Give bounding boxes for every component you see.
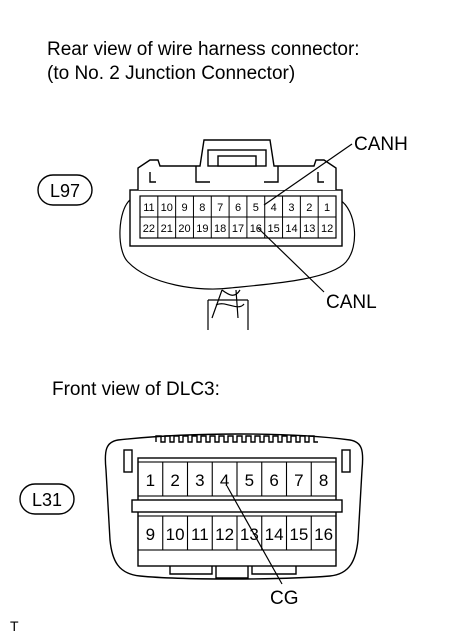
l97-pin-11: 11	[143, 202, 154, 214]
dlc3-pin-11: 11	[191, 525, 209, 544]
l97-pin-8: 8	[199, 202, 205, 214]
dlc3-bottom-key	[169, 566, 297, 579]
svg-text:L31: L31	[32, 490, 62, 510]
l97-pin-1: 1	[324, 202, 330, 214]
l97-callouts	[257, 143, 353, 293]
dlc3-pin-5: 5	[245, 471, 254, 490]
l97-pin-18: 18	[214, 223, 226, 235]
l97-pin-4: 4	[271, 202, 277, 214]
l97-pin-3: 3	[288, 202, 294, 214]
canh-label: CANH	[354, 134, 408, 155]
dlc3-pin-14: 14	[265, 525, 284, 544]
l97-pin-14: 14	[285, 223, 297, 235]
bottom-caption: Front view of DLC3:	[52, 379, 220, 400]
l97-pin-21: 21	[161, 223, 173, 235]
dlc3-left-tab	[123, 449, 133, 473]
l97-pin-19: 19	[196, 223, 208, 235]
dlc3-pin-3: 3	[195, 471, 204, 490]
harness-bundle	[207, 299, 249, 330]
dlc3-pin-16: 16	[314, 525, 333, 544]
dlc3-rib	[131, 499, 343, 513]
top-caption-line-1: Rear view of wire harness connector:	[47, 39, 360, 60]
top-caption-line-2: (to No. 2 Junction Connector)	[47, 63, 296, 84]
l97-pin-16: 16	[250, 223, 262, 235]
dlc3-pin-9: 9	[146, 525, 155, 544]
l97-pin-10: 10	[161, 202, 173, 214]
l97-pin-6: 6	[235, 202, 241, 214]
dlc3-pin-12: 12	[215, 525, 234, 544]
l97-pin-22: 22	[143, 223, 155, 235]
cg-label: CG	[270, 588, 299, 609]
dlc3-top-teeth	[155, 435, 318, 443]
dlc3-connector	[104, 433, 364, 580]
l31-label: L31	[19, 483, 75, 515]
l97-pin-7: 7	[217, 202, 223, 214]
dlc3-pin-8: 8	[319, 471, 328, 490]
l97-pin-2: 2	[306, 202, 312, 214]
canh-leader	[263, 143, 353, 206]
l97-pin-5: 5	[253, 202, 259, 214]
l97-pin-17: 17	[232, 223, 244, 235]
l97-pin-20: 20	[178, 223, 190, 235]
dlc3-pin-13: 13	[240, 525, 259, 544]
footer-mark: T	[10, 618, 19, 634]
dlc3-pin-1: 1	[146, 471, 155, 490]
l97-pin-12: 12	[321, 223, 333, 235]
canl-label: CANL	[326, 292, 377, 313]
cg-leader	[226, 485, 283, 585]
dlc3-pin-4: 4	[220, 471, 229, 490]
dlc3-pin-7: 7	[294, 471, 303, 490]
l97-pin-9: 9	[181, 202, 187, 214]
l97-connector	[119, 139, 356, 330]
svg-text:L97: L97	[50, 181, 80, 201]
dlc3-pin-2: 2	[170, 471, 179, 490]
l97-pin-13: 13	[303, 223, 315, 235]
harness-outline	[119, 199, 356, 290]
dlc3-pin-15: 15	[289, 525, 308, 544]
dlc3-pin-6: 6	[269, 471, 278, 490]
canl-leader	[257, 227, 325, 293]
l97-label: L97	[37, 174, 93, 206]
dlc3-right-tab	[341, 449, 351, 473]
dlc3-pin-10: 10	[166, 525, 185, 544]
l97-pin-15: 15	[268, 223, 280, 235]
